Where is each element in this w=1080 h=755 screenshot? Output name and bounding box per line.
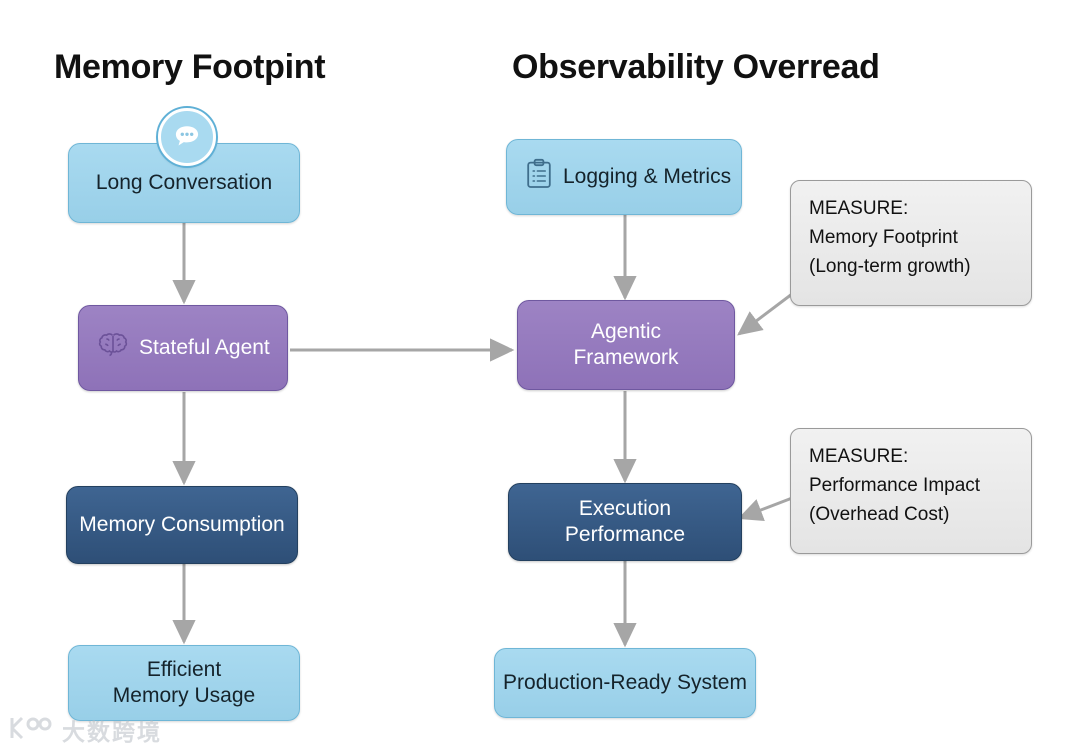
node-long-conversation-label: Long Conversation — [95, 171, 273, 195]
column-title-memory-footprint: Memory Footpint — [54, 48, 326, 86]
node-execution-performance[interactable]: Execution Performance — [508, 483, 742, 561]
node-memory-consumption-label: Memory Consumption — [79, 513, 285, 537]
node-agentic-framework-label: Agentic Framework — [573, 320, 679, 369]
node-logging-metrics[interactable]: Logging & Metrics — [506, 139, 742, 215]
node-stateful-agent[interactable]: Stateful Agent — [78, 305, 288, 391]
node-logging-metrics-label: Logging & Metrics — [563, 165, 732, 189]
brain-icon — [97, 331, 129, 366]
node-agentic-framework[interactable]: Agentic Framework — [517, 300, 735, 390]
node-efficient-memory-usage-label: Efficient Memory Usage — [112, 658, 256, 707]
node-memory-consumption[interactable]: Memory Consumption — [66, 486, 298, 564]
chat-bubble-icon — [158, 108, 216, 166]
node-stateful-agent-label: Stateful Agent — [139, 336, 270, 360]
callout-measure-performance-impact: MEASURE: Performance Impact (Overhead Co… — [790, 428, 1032, 554]
node-efficient-memory-usage[interactable]: Efficient Memory Usage — [68, 645, 300, 721]
clipboard-icon — [525, 158, 553, 197]
watermark-text: 大数跨境 — [62, 719, 162, 745]
callout-measure-memory-footprint: MEASURE: Memory Footprint (Long-term gro… — [790, 180, 1032, 306]
column-title-observability-overread: Observability Overread — [512, 48, 880, 86]
watermark: 大数跨境 — [8, 713, 162, 747]
watermark-logo-icon — [8, 715, 54, 746]
node-production-ready-system-label: Production-Ready System — [503, 671, 747, 695]
node-production-ready-system[interactable]: Production-Ready System — [494, 648, 756, 718]
node-execution-performance-label: Execution Performance — [564, 497, 686, 546]
